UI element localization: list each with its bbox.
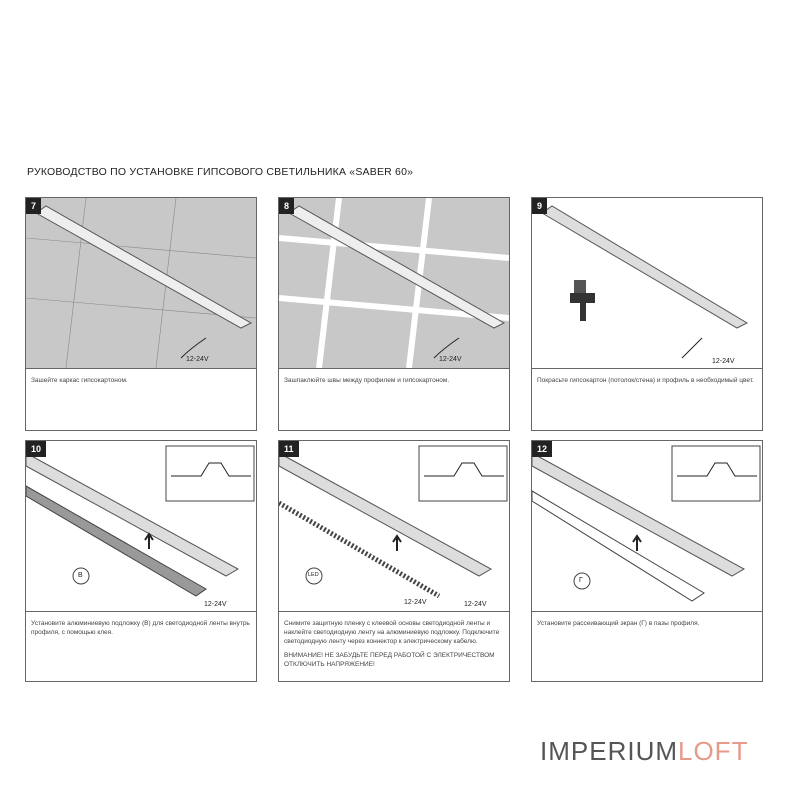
caption-text: Зашпаклюйте швы между профилем и гипсока…: [284, 377, 450, 384]
step-8-caption: Зашпаклюйте швы между профилем и гипсока…: [279, 369, 509, 397]
caption-text: Установите алюминиевую подложку (В) для …: [31, 620, 250, 636]
step-number: 8: [279, 198, 295, 214]
spray-gun-icon: [570, 280, 595, 321]
part-label: LED: [308, 572, 319, 578]
voltage-label: 12-24V: [439, 356, 462, 363]
logo-part2: LOFT: [678, 736, 749, 766]
step-12-illustration: 12 Г: [532, 441, 762, 612]
step-number: 7: [26, 198, 42, 214]
voltage-label: 12-24V: [464, 601, 487, 608]
step-9-panel: 9 12-24V Покрасьте гипсокартон (потолок/…: [531, 197, 763, 431]
step-12-panel: 12 Г Установите рассеивающий экран (Г) в…: [531, 440, 763, 682]
step-9-caption: Покрасьте гипсокартон (потолок/стена) и …: [532, 369, 762, 397]
step-10-caption: Установите алюминиевую подложку (В) для …: [26, 612, 256, 649]
step-8-illustration: 8 12-24V: [279, 198, 509, 369]
page-title: РУКОВОДСТВО ПО УСТАНОВКЕ ГИПСОВОГО СВЕТИ…: [27, 166, 414, 178]
step-number: 11: [279, 441, 299, 457]
step-7-caption: Зашейте каркас гипсокартоном.: [26, 369, 256, 397]
step-11-illustration: 11 LED 12-24V 12-24V: [279, 441, 509, 612]
warning-text: ВНИМАНИЕ! НЕ ЗАБУДЬТЕ ПЕРЕД РАБОТОЙ С ЭЛ…: [284, 652, 495, 668]
step-11-panel: 11 LED 12-24V 12-24V Снимите защитную пл…: [278, 440, 510, 682]
step-7-illustration: 7 12-24V: [26, 198, 256, 369]
step-7-panel: 7 12-24V Зашейте каркас гипсокартоном.: [25, 197, 257, 431]
caption-text: Зашейте каркас гипсокартоном.: [31, 377, 128, 384]
brand-logo: IMPERIUMLOFT: [540, 736, 748, 767]
step-9-illustration: 9 12-24V: [532, 198, 762, 369]
step-number: 12: [532, 441, 553, 457]
caption-text: Снимите защитную пленку с клеевой основы…: [284, 620, 500, 645]
step-number: 10: [26, 441, 47, 457]
step-12-caption: Установите рассеивающий экран (Г) в пазы…: [532, 612, 762, 640]
step-number: 9: [532, 198, 548, 214]
caption-text: Установите рассеивающий экран (Г) в пазы…: [537, 620, 700, 627]
voltage-label: 12-24V: [204, 601, 227, 608]
voltage-label: 12-24V: [404, 599, 427, 606]
logo-part1: IMPERIUM: [540, 736, 678, 766]
step-8-panel: 8 12-24V Зашпаклюйте швы между профилем …: [278, 197, 510, 431]
voltage-label: 12-24V: [712, 358, 735, 365]
voltage-label: 12-24V: [186, 356, 209, 363]
part-label: В: [78, 572, 83, 579]
part-label: Г: [579, 577, 583, 584]
step-11-caption: Снимите защитную пленку с клеевой основы…: [279, 612, 509, 681]
caption-text: Покрасьте гипсокартон (потолок/стена) и …: [537, 377, 754, 384]
step-10-illustration: 10 В 12-24V: [26, 441, 256, 612]
step-10-panel: 10 В 12-24V Установите алюминиевую подло…: [25, 440, 257, 682]
